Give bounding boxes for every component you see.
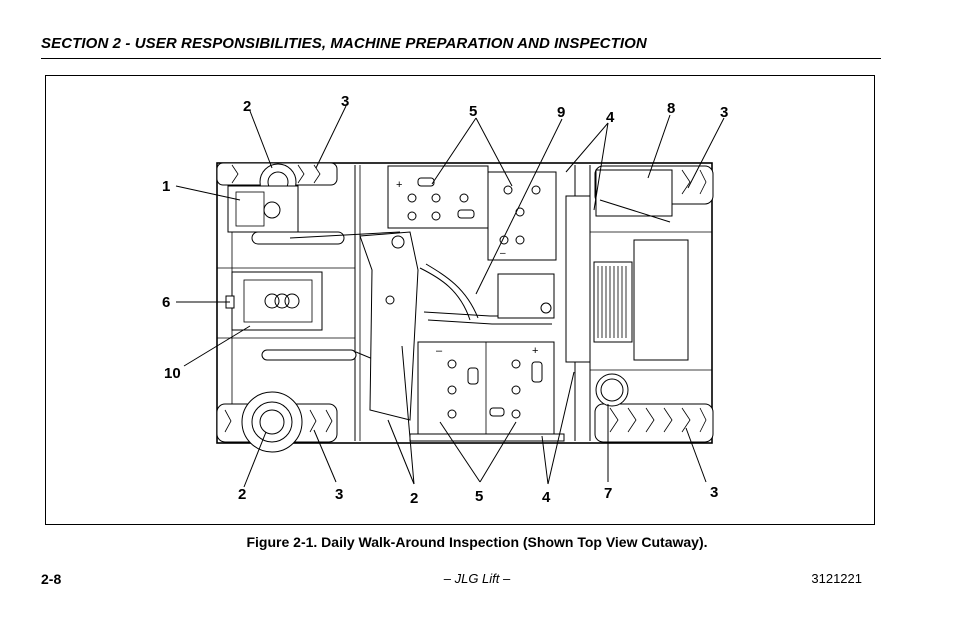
- callout-3-top-right: 3: [720, 104, 728, 121]
- callout-4-bottom: 4: [542, 489, 551, 506]
- callout-3-bottom-right: 3: [710, 484, 718, 501]
- callout-4-top: 4: [606, 109, 615, 126]
- callout-3-bottom-left: 3: [335, 486, 343, 503]
- pump-block: [497, 273, 555, 319]
- callout-9: 9: [557, 104, 565, 121]
- svg-text:–: –: [500, 248, 506, 259]
- drive-motor-rear: [593, 261, 633, 343]
- leader-lines: [175, 105, 725, 488]
- page-number: 2-8: [41, 571, 62, 587]
- controller-module-top: +: [387, 165, 489, 229]
- footer-center-text: – JLG Lift –: [443, 571, 511, 586]
- svg-text:–: –: [436, 345, 443, 357]
- callout-2-bottom-center: 2: [410, 490, 418, 507]
- steering-cylinder: [225, 271, 323, 331]
- figure-caption: Figure 2-1. Daily Walk-Around Inspection…: [246, 534, 708, 550]
- controller-module-right: –: [487, 171, 557, 261]
- callout-5-top: 5: [469, 103, 477, 120]
- callout-6: 6: [162, 294, 170, 311]
- hub-front-bottom: [241, 391, 303, 453]
- callout-2-top: 2: [243, 98, 251, 115]
- callout-3-top-left: 3: [341, 93, 349, 110]
- callout-10: 10: [164, 365, 181, 382]
- chassis-outline: [216, 162, 713, 444]
- callout-7: 7: [604, 485, 612, 502]
- header-rule: [41, 58, 881, 59]
- callout-5-bottom: 5: [475, 488, 483, 505]
- steering-linkage: [359, 231, 419, 421]
- tire-rear-bottom: [594, 403, 714, 443]
- callout-2-bottom-left: 2: [238, 486, 246, 503]
- document-number: 3121221: [811, 571, 862, 586]
- figure-frame: [45, 75, 875, 525]
- section-title: SECTION 2 - USER RESPONSIBILITIES, MACHI…: [41, 35, 647, 52]
- callout-1: 1: [162, 178, 170, 195]
- svg-text:+: +: [532, 345, 538, 357]
- drive-motor-unit: [227, 185, 401, 245]
- battery-module-bottom: – +: [417, 341, 555, 435]
- callout-8: 8: [667, 100, 675, 117]
- svg-text:+: +: [396, 179, 402, 191]
- tilt-alarm-box: [595, 169, 673, 217]
